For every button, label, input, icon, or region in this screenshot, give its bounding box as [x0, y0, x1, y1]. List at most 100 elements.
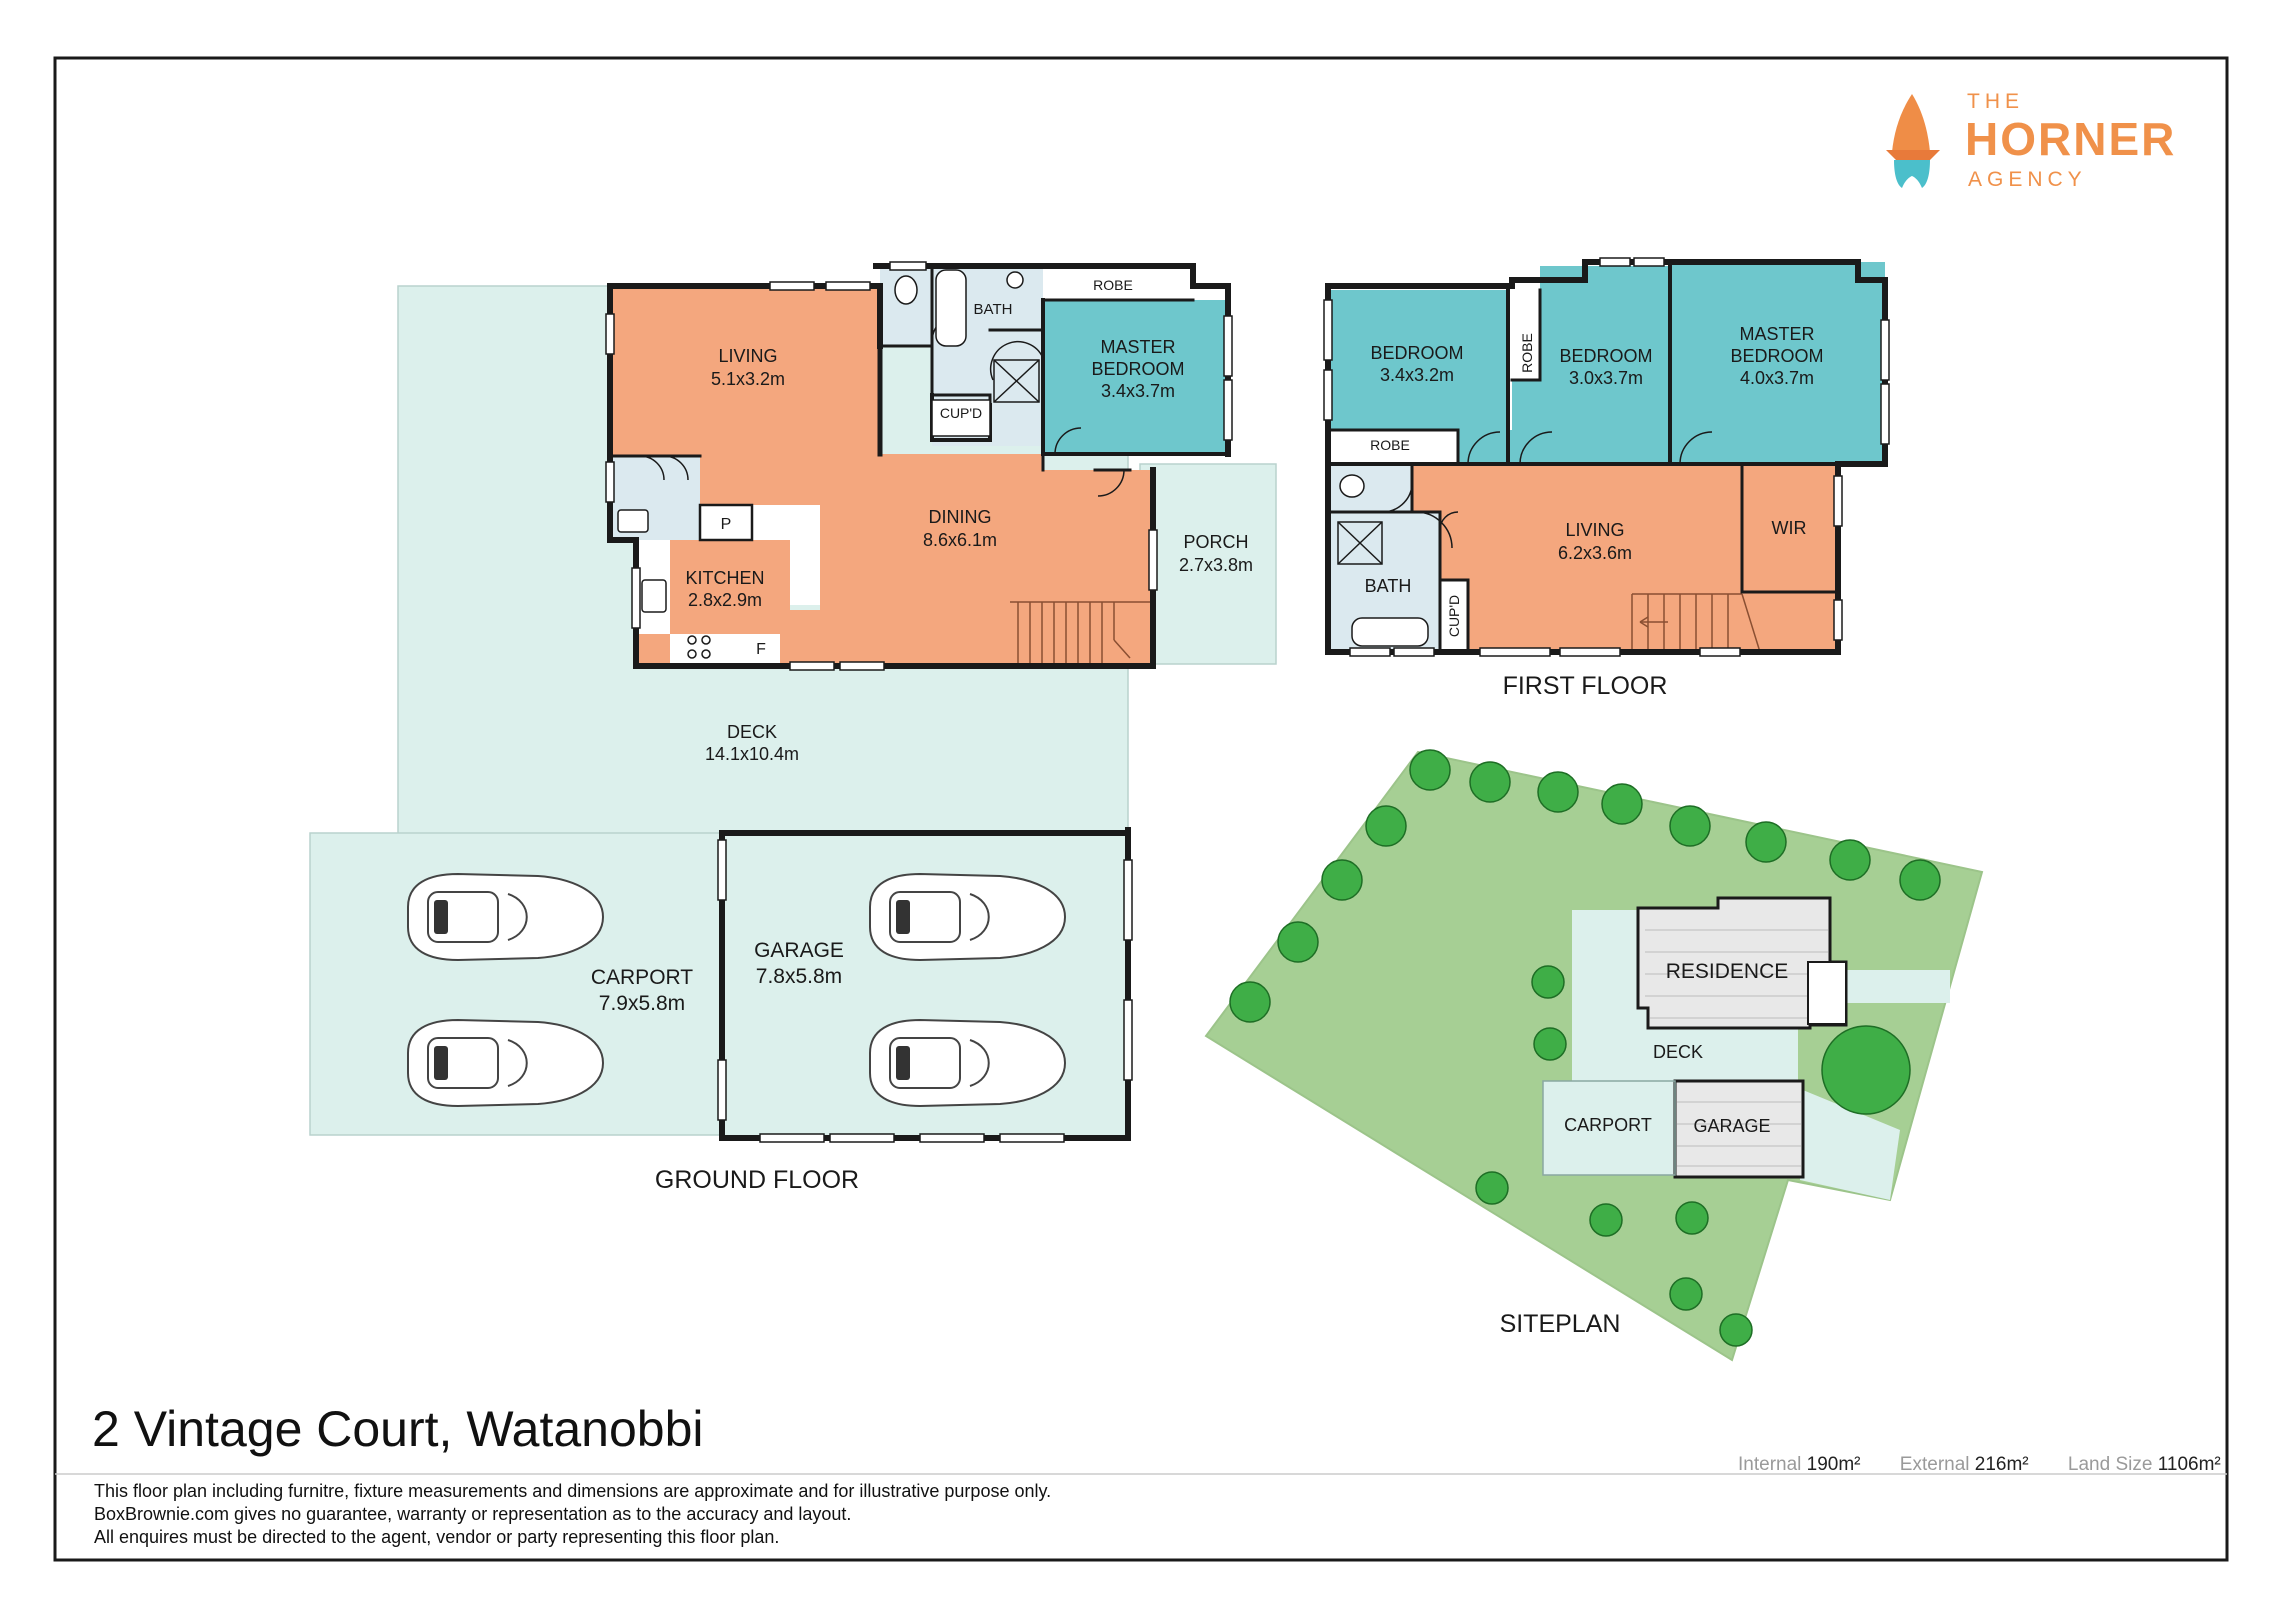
kitchen-sink-icon [641, 579, 667, 613]
garage-dims: 7.8x5.8m [756, 965, 842, 988]
land-size-value: 1106m² [2157, 1454, 2221, 1475]
first-wir-label: WIR [1772, 518, 1807, 538]
tree-icon [1229, 749, 1941, 1347]
first-fixtures [1337, 474, 1429, 647]
brand-line-1: THE [1967, 90, 2024, 113]
car-icon [869, 872, 1067, 962]
first-master-dims: 4.0x3.7m [1740, 368, 1814, 388]
site-carport-outline [1542, 1080, 1676, 1176]
site-residence-label: RESIDENCE [1666, 960, 1789, 983]
porch-dims: 2.7x3.8m [1179, 555, 1253, 575]
first-wir-area [1742, 464, 1838, 592]
first-bedroom-1-label: BEDROOM [1370, 343, 1463, 363]
ground-living-dims: 5.1x3.2m [711, 369, 785, 389]
site-residence-block [1636, 896, 1848, 1030]
cooktop-icon [687, 635, 711, 659]
porch-label: PORCH [1183, 532, 1248, 552]
first-master-label-1: MASTER [1739, 324, 1814, 344]
disclaimer-line: This floor plan including furnitre, fixt… [94, 1481, 1052, 1501]
site-labels: RESIDENCE DECK CARPORT GARAGE SITEPLAN [1500, 960, 1789, 1338]
shower-icon [1337, 521, 1383, 565]
first-landing-area [1742, 592, 1838, 652]
site-carport-area [1543, 1081, 1675, 1175]
dining-dims: 8.6x6.1m [923, 530, 997, 550]
ground-stairs [1010, 601, 1153, 666]
deck-dims: 14.1x10.4m [705, 744, 799, 764]
first-living-label: LIVING [1565, 520, 1624, 540]
first-labels: BEDROOM 3.4x3.2m ROBE BEDROOM 3.0x3.7m M… [1365, 324, 1824, 700]
internal-area-label: Internal [1738, 1454, 1802, 1475]
ground-floor-plan: LIVING 5.1x3.2m BATH ROBE MASTER BEDROOM… [309, 261, 1277, 1194]
first-bedroom-1-dims: 3.4x3.2m [1380, 365, 1454, 385]
basin-icon [1006, 271, 1024, 289]
porch-area [1139, 463, 1277, 665]
ground-master-label-1: MASTER [1100, 337, 1175, 357]
first-windows [1323, 257, 1890, 657]
garage-label: GARAGE [754, 939, 844, 962]
first-floor-heading: FIRST FLOOR [1503, 672, 1668, 700]
first-stairs [1631, 593, 1761, 653]
pantry-area [700, 505, 752, 540]
ground-master-dims: 3.4x3.7m [1101, 381, 1175, 401]
first-living-dims: 6.2x3.6m [1558, 543, 1632, 563]
ground-living-dining-area [610, 286, 1153, 666]
toilet-icon [1339, 474, 1365, 498]
ground-fixtures [617, 269, 1040, 659]
bathtub-icon [1351, 617, 1429, 647]
kitchen-label: KITCHEN [685, 568, 764, 588]
external-area-label: External [1899, 1454, 1970, 1475]
area-summary: Internal 190m² External 216m² Land Size … [1738, 1454, 2221, 1476]
fridge-label: F [756, 641, 766, 658]
kitchen-bench [752, 505, 820, 605]
carport-dims: 7.9x5.8m [599, 992, 685, 1015]
siteplan-heading: SITEPLAN [1500, 1310, 1621, 1338]
gnome-hat-icon [1886, 94, 1940, 188]
disclaimer: This floor plan including furnitre, fixt… [94, 1480, 1051, 1549]
first-bath-label: BATH [1365, 576, 1412, 596]
first-robe-h-label: ROBE [1370, 437, 1410, 453]
first-bedroom-2-area [1540, 266, 1670, 464]
ground-floor-heading: GROUND FLOOR [655, 1166, 859, 1194]
first-cupd-label: CUP'D [1446, 595, 1462, 637]
car-icon [407, 1018, 605, 1108]
site-driveway [1798, 1088, 1900, 1200]
disclaimer-line: BoxBrownie.com gives no guarantee, warra… [94, 1504, 852, 1524]
ground-cupd-label: CUP'D [940, 405, 982, 421]
first-bedroom-2-dims: 3.0x3.7m [1569, 368, 1643, 388]
property-address: 2 Vintage Court, Watanobbi [92, 1401, 704, 1457]
first-robe-v-label: ROBE [1519, 333, 1535, 373]
disclaimer-line: All enquires must be directed to the age… [94, 1527, 780, 1547]
ground-labels: LIVING 5.1x3.2m BATH ROBE MASTER BEDROOM… [591, 277, 1253, 1194]
land-size-label: Land Size [2067, 1454, 2153, 1475]
first-bedroom-1-area [1328, 290, 1508, 430]
brand-line-2: HORNER [1965, 113, 2177, 165]
ground-windows [605, 261, 1233, 1143]
site-deck-label: DECK [1653, 1042, 1703, 1062]
robe-area [1043, 270, 1193, 300]
internal-area-value: 190m² [1806, 1454, 1861, 1475]
kitchen-dims: 2.8x2.9m [688, 590, 762, 610]
ground-master-label-2: BEDROOM [1091, 359, 1184, 379]
bathtub-icon [935, 269, 967, 347]
laundry-tub-icon [617, 509, 649, 533]
brand-line-3: AGENCY [1968, 168, 2087, 191]
shower-icon [993, 359, 1040, 403]
first-bedroom-2-left [1512, 380, 1540, 464]
car-icon [869, 1018, 1067, 1108]
external-area-value: 216m² [1974, 1454, 2029, 1475]
site-garage-block [1673, 1079, 1805, 1179]
first-master-label-2: BEDROOM [1730, 346, 1823, 366]
ground-robe-label: ROBE [1093, 277, 1133, 293]
first-cupd-area [1440, 580, 1468, 652]
ground-bath-label: BATH [974, 301, 1013, 318]
first-floor-plan: BEDROOM 3.4x3.2m ROBE BEDROOM 3.0x3.7m M… [1323, 257, 1890, 700]
siteplan: RESIDENCE DECK CARPORT GARAGE SITEPLAN [1204, 749, 1984, 1362]
ground-living-label: LIVING [718, 346, 777, 366]
first-living-area [1412, 464, 1742, 652]
first-robe-h-area [1328, 430, 1458, 464]
kitchen-area [670, 540, 790, 630]
first-master-area [1670, 262, 1885, 464]
first-bedroom-2-label: BEDROOM [1559, 346, 1652, 366]
toilet-icon [894, 275, 918, 305]
